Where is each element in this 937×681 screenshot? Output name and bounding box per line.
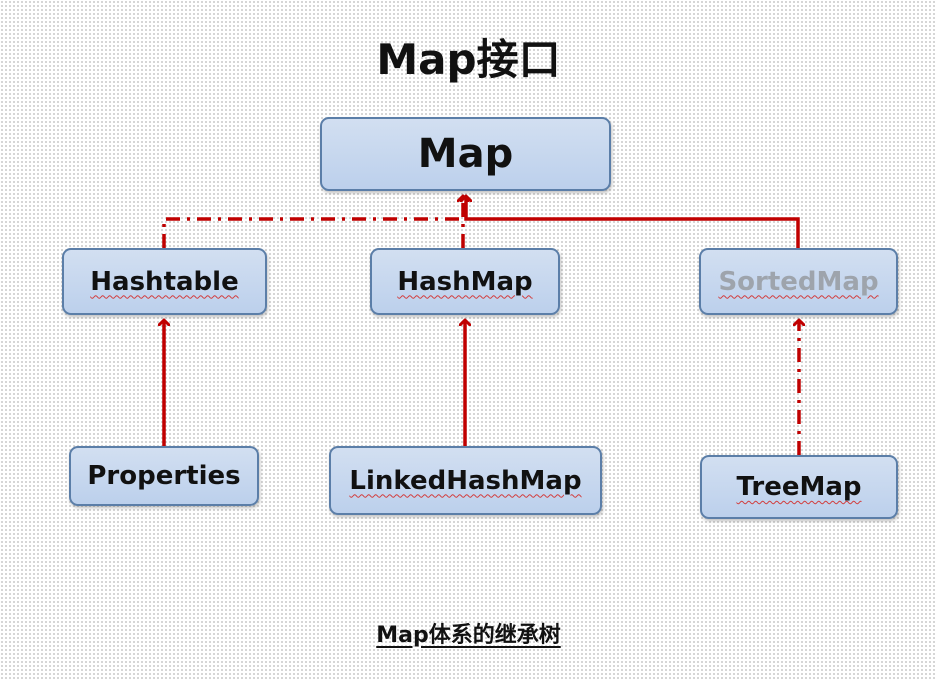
edge-hashtable-to-map [162, 217, 460, 248]
node-treemap-label: TreeMap [736, 472, 862, 502]
node-map-label: Map [417, 131, 514, 177]
node-treemap: TreeMap [700, 455, 898, 519]
node-properties-label: Properties [87, 461, 241, 491]
node-linkedhashmap-label: LinkedHashMap [349, 465, 582, 496]
node-map: Map [320, 117, 611, 191]
node-properties: Properties [69, 446, 259, 506]
diagram-caption: Map体系的继承树 [0, 617, 937, 649]
node-hashmap-label: HashMap [397, 266, 533, 297]
diagram-caption-text: Map体系的继承树 [376, 623, 561, 648]
diagram-title: Map接口 [376, 35, 561, 84]
node-hashtable: Hashtable [62, 248, 267, 315]
node-sortedmap-label: SortedMap [718, 266, 879, 297]
edge-sortedmap-to-map [466, 196, 800, 248]
node-hashmap: HashMap [370, 248, 560, 315]
node-sortedmap: SortedMap [699, 248, 898, 315]
node-linkedhashmap: LinkedHashMap [329, 446, 602, 515]
node-hashtable-label: Hashtable [90, 266, 239, 297]
